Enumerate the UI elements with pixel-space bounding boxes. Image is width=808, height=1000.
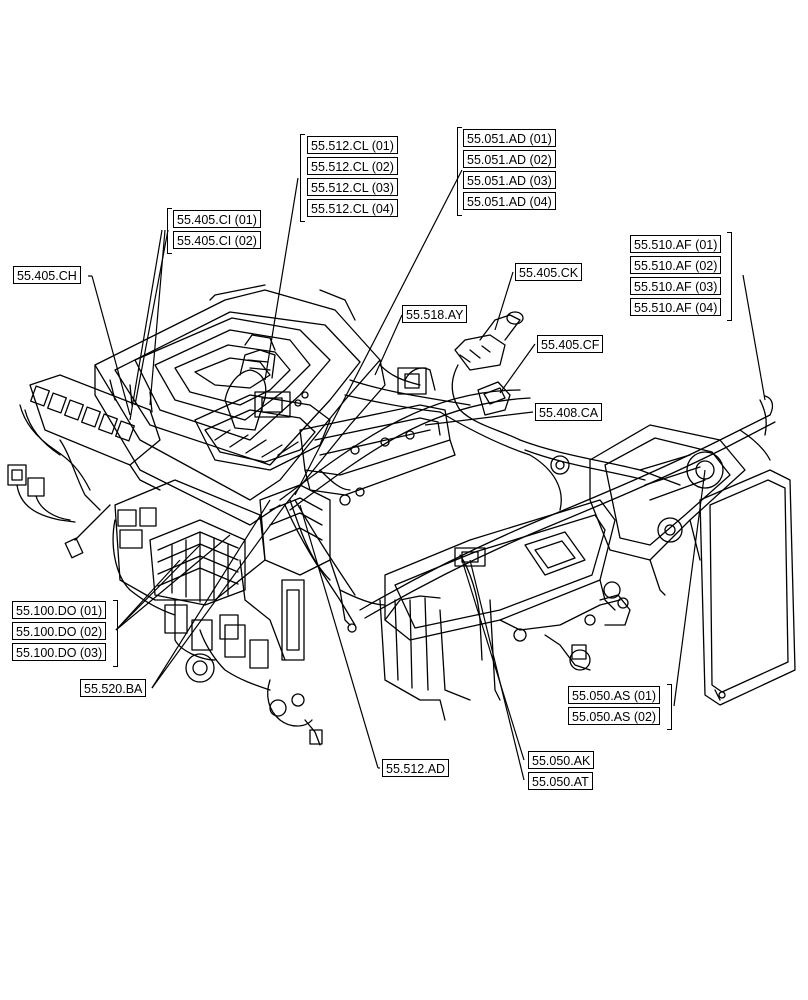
harness-duct-cover (299, 404, 456, 496)
left-connector-bank (19, 374, 161, 511)
bracket-55-100-do (113, 600, 118, 667)
callout-55-512-cl-02[interactable]: 55.512.CL (02) (307, 157, 398, 175)
bracket-55-405-ci (167, 208, 172, 254)
hand-controller (451, 311, 524, 441)
joystick-console (194, 334, 331, 471)
main-harness-trunk (279, 364, 531, 626)
callout-55-050-at[interactable]: 55.050.AT (528, 772, 593, 790)
callout-55-405-ck[interactable]: 55.405.CK (515, 263, 583, 281)
callout-55-100-do-01[interactable]: 55.100.DO (01) (12, 601, 107, 619)
cab-floor-assembly (94, 284, 386, 526)
callout-55-050-ak[interactable]: 55.050.AK (528, 751, 595, 769)
callout-55-051-ad-01[interactable]: 55.051.AD (01) (463, 129, 556, 147)
callout-55-051-ad-02[interactable]: 55.051.AD (02) (463, 150, 556, 168)
lower-module-cluster (185, 484, 357, 746)
callout-55-520-ba[interactable]: 55.520.BA (80, 679, 147, 697)
callout-55-512-ad[interactable]: 55.512.AD (382, 759, 450, 777)
rocker-switch (477, 381, 511, 416)
callout-55-512-cl-04[interactable]: 55.512.CL (04) (307, 199, 398, 217)
callout-55-408-ca[interactable]: 55.408.CA (535, 403, 603, 421)
bracket-55-510-af (727, 232, 732, 321)
callout-55-405-ci-01[interactable]: 55.405.CI (01) (173, 210, 261, 228)
upright-panel (699, 469, 796, 706)
callout-55-050-as-01[interactable]: 55.050.AS (01) (568, 686, 661, 704)
callout-55-100-do-02[interactable]: 55.100.DO (02) (12, 622, 107, 640)
bracket-55-050-as (667, 684, 672, 730)
callout-55-050-as-02[interactable]: 55.050.AS (02) (568, 707, 661, 725)
callout-55-405-cf[interactable]: 55.405.CF (537, 335, 604, 353)
callout-55-051-ad-04[interactable]: 55.051.AD (04) (463, 192, 556, 210)
callout-55-512-cl-01[interactable]: 55.512.CL (01) (307, 136, 398, 154)
callout-55-405-ch[interactable]: 55.405.CH (13, 266, 81, 284)
right-console (589, 399, 771, 611)
callout-55-512-cl-03[interactable]: 55.512.CL (03) (307, 178, 398, 196)
loose-connectors (7, 464, 111, 559)
callout-55-510-af-02[interactable]: 55.510.AF (02) (630, 256, 722, 274)
callout-55-510-af-01[interactable]: 55.510.AF (01) (630, 235, 722, 253)
callout-55-510-af-03[interactable]: 55.510.AF (03) (630, 277, 722, 295)
lower-console (339, 499, 631, 721)
callout-55-051-ad-03[interactable]: 55.051.AD (03) (463, 171, 556, 189)
leader-lines (88, 169, 766, 781)
right-harness-run (359, 395, 776, 619)
callout-55-100-do-03[interactable]: 55.100.DO (03) (12, 643, 107, 661)
bracket-55-512-cl (300, 134, 305, 222)
callout-55-405-ci-02[interactable]: 55.405.CI (02) (173, 231, 261, 249)
fuse-relay-block (112, 479, 266, 661)
callout-55-510-af-04[interactable]: 55.510.AF (04) (630, 298, 722, 316)
bracket-55-051-ad (457, 127, 462, 216)
callout-55-518-ay[interactable]: 55.518.AY (402, 305, 468, 323)
